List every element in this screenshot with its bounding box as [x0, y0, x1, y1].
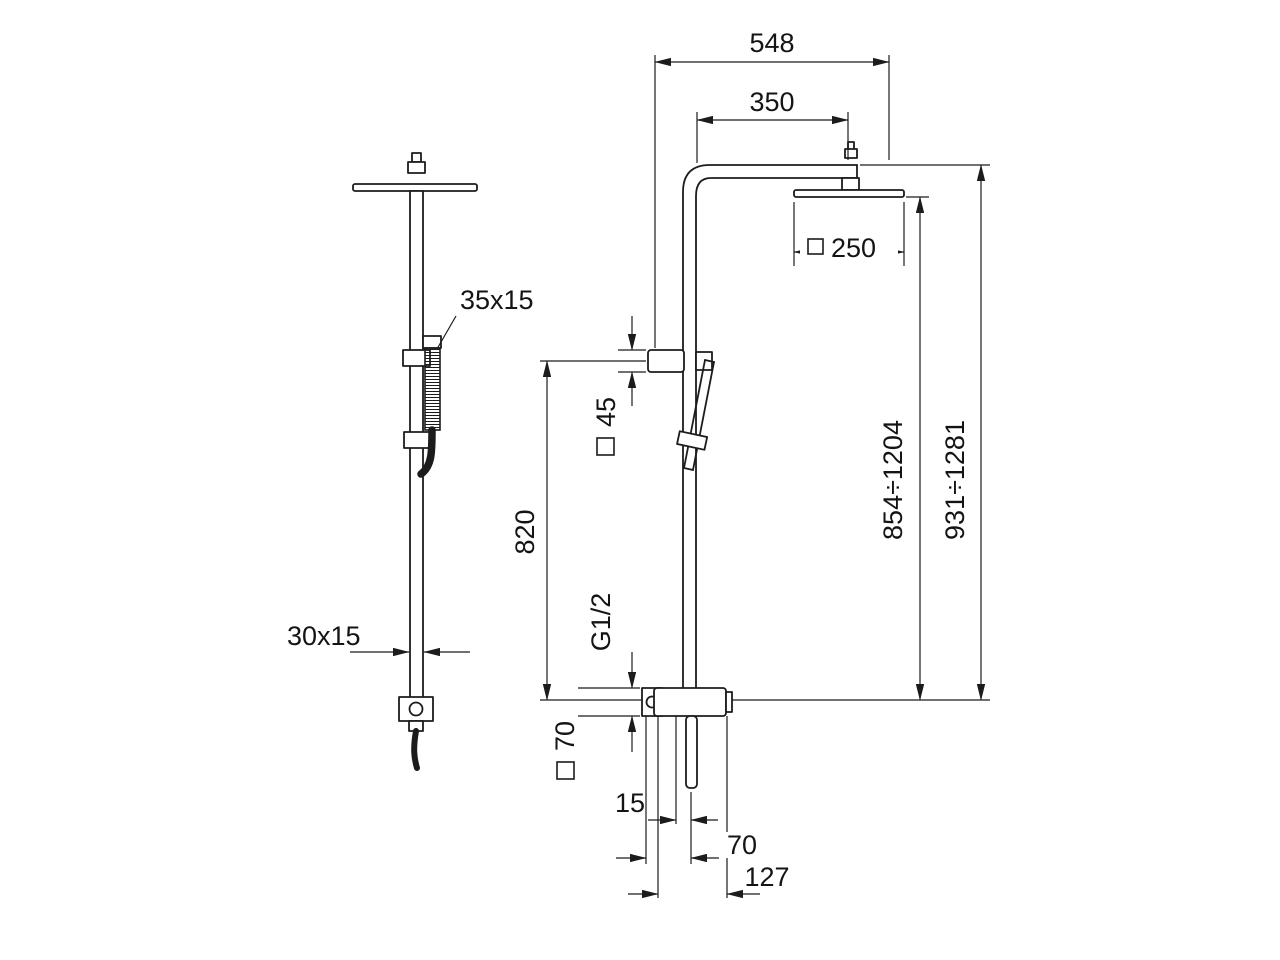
side-top-knob — [411, 152, 422, 163]
side-shower-head-plate — [352, 183, 478, 192]
dim-70-valve: 70 — [616, 830, 764, 863]
dim-548: 548 — [654, 28, 890, 348]
dim-854-1204-label: 854÷1204 — [878, 420, 908, 540]
dim-15: 15 — [615, 788, 718, 825]
side-hose — [411, 728, 420, 771]
dim-854-1204: 854÷1204 — [878, 196, 929, 701]
head-connector — [841, 177, 860, 191]
valve-body — [653, 687, 727, 717]
dim-handshower-section: 35x15 — [436, 285, 534, 350]
square-symbol — [807, 238, 824, 255]
dim-70-escutcheon-label: 70 — [550, 721, 580, 751]
diverter-knob — [676, 430, 709, 451]
side-handshower-body — [424, 347, 441, 431]
dim-127-label: 127 — [744, 862, 789, 892]
dim-931-1281: 931÷1281 — [860, 164, 990, 701]
square-symbol — [596, 437, 615, 456]
dim-rail-section-label: 30x15 — [287, 621, 361, 651]
front-holder — [647, 349, 685, 373]
dim-handshower-section-label: 35x15 — [460, 285, 534, 315]
dim-70-valve-label: 70 — [727, 830, 757, 860]
dim-820: 820 — [510, 360, 646, 701]
dim-70-escutcheon: 70 — [550, 721, 580, 780]
dim-820-label: 820 — [510, 509, 540, 554]
dim-350: 350 — [696, 87, 849, 163]
leader-line — [436, 315, 457, 350]
riser-pipe-outer — [682, 164, 858, 701]
dim-45-label: 45 — [591, 397, 621, 427]
front-handshower-wand — [683, 359, 715, 471]
valve-end-cap — [725, 691, 733, 713]
dim-15-label: 15 — [615, 788, 645, 818]
dim-350-label: 350 — [749, 87, 794, 117]
valve-handle — [685, 715, 698, 789]
side-view: 35x15 30x15 — [287, 152, 534, 771]
dimensions: 548 350 250 45 820 — [510, 28, 990, 899]
dim-g12-label: G1/2 — [586, 593, 616, 652]
side-elbow-outlet — [408, 701, 424, 717]
dim-g12: G1/2 — [578, 593, 640, 752]
dim-45: 45 — [591, 316, 646, 456]
dim-250: 250 — [793, 202, 905, 266]
dim-250-label: 250 — [831, 233, 876, 263]
side-top-connector — [407, 161, 426, 174]
side-slider-clamp — [403, 431, 431, 449]
riser-pipe-inner — [695, 177, 858, 701]
dim-127: 127 — [628, 862, 790, 899]
square-symbol — [556, 761, 575, 780]
dim-931-1281-label: 931÷1281 — [940, 420, 970, 540]
front-shower-head-plate — [793, 189, 905, 198]
dim-548-label: 548 — [749, 28, 794, 58]
head-knob — [844, 148, 858, 159]
front-view — [540, 141, 990, 789]
bottom-extension-lines — [645, 716, 728, 898]
dim-rail-section: 30x15 — [287, 621, 470, 657]
side-handshower-handle — [417, 426, 436, 478]
